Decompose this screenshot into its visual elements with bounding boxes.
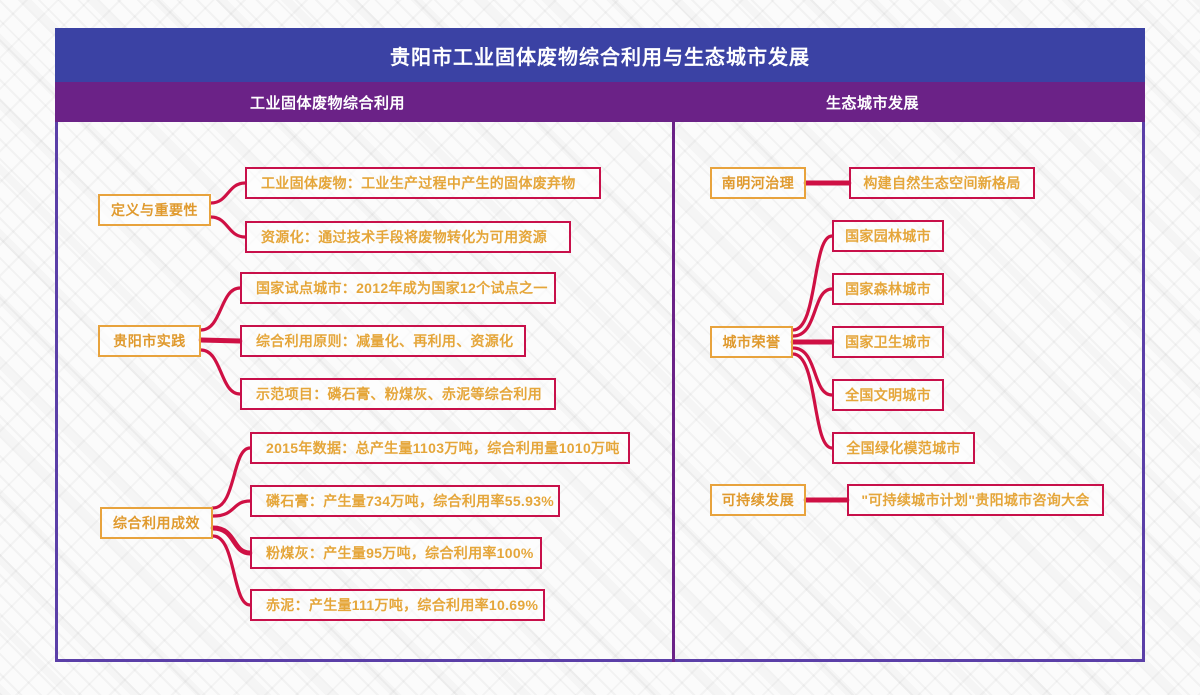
child-label: 国家卫生城市 xyxy=(845,334,931,350)
child-node-practice-3[interactable]: 示范项目：磷石膏、粉煤灰、赤泥等综合利用 xyxy=(240,378,556,410)
child-label: 全国绿化模范城市 xyxy=(846,440,961,456)
child-node-results-4[interactable]: 赤泥：产生量111万吨，综合利用率10.69% xyxy=(250,589,545,621)
child-node-practice-1[interactable]: 国家试点城市：2012年成为国家12个试点之一 xyxy=(240,272,556,304)
child-label: 磷石膏：产生量734万吨，综合利用率55.93% xyxy=(266,493,555,509)
child-node-definition-2[interactable]: 资源化：通过技术手段将废物转化为可用资源 xyxy=(245,221,571,253)
child-node-sustainable-1[interactable]: "可持续城市计划"贵阳城市咨询大会 xyxy=(847,484,1104,516)
child-node-results-1[interactable]: 2015年数据：总产生量1103万吨，综合利用量1010万吨 xyxy=(250,432,630,464)
column-divider xyxy=(672,122,675,662)
child-label: 构建自然生态空间新格局 xyxy=(863,175,1021,191)
branch-label: 综合利用成效 xyxy=(113,515,200,531)
branch-node-nanming-river[interactable]: 南明河治理 xyxy=(710,167,806,199)
child-label: 综合利用原则：减量化、再利用、资源化 xyxy=(256,333,514,349)
child-label: 示范项目：磷石膏、粉煤灰、赤泥等综合利用 xyxy=(256,386,542,402)
child-label: 国家试点城市：2012年成为国家12个试点之一 xyxy=(256,280,548,296)
child-label: 赤泥：产生量111万吨，综合利用率10.69% xyxy=(266,597,539,613)
child-label: 全国文明城市 xyxy=(845,387,931,403)
child-node-practice-2[interactable]: 综合利用原则：减量化、再利用、资源化 xyxy=(240,325,526,357)
child-node-results-3[interactable]: 粉煤灰：产生量95万吨，综合利用率100% xyxy=(250,537,542,569)
branch-label: 贵阳市实践 xyxy=(113,333,186,349)
child-node-city-honors-1[interactable]: 国家园林城市 xyxy=(832,220,944,252)
branch-label: 南明河治理 xyxy=(721,175,795,191)
child-label: 国家园林城市 xyxy=(845,228,931,244)
child-node-city-honors-5[interactable]: 全国绿化模范城市 xyxy=(832,432,975,464)
branch-node-sustainable[interactable]: 可持续发展 xyxy=(710,484,806,516)
child-node-city-honors-2[interactable]: 国家森林城市 xyxy=(832,273,944,305)
child-label: 2015年数据：总产生量1103万吨，综合利用量1010万吨 xyxy=(266,440,620,456)
column-header-bar: 工业固体废物综合利用 生态城市发展 xyxy=(55,82,1145,122)
branch-node-city-honors[interactable]: 城市荣誉 xyxy=(710,326,793,358)
child-node-city-honors-3[interactable]: 国家卫生城市 xyxy=(832,326,944,358)
column-header-left: 工业固体废物综合利用 xyxy=(249,94,405,112)
column-header-right: 生态城市发展 xyxy=(825,94,919,112)
diagram-frame xyxy=(55,28,1145,662)
child-label: 工业固体废物：工业生产过程中产生的固体废弃物 xyxy=(261,175,576,191)
child-node-nanming-river-1[interactable]: 构建自然生态空间新格局 xyxy=(849,167,1035,199)
child-label: 资源化：通过技术手段将废物转化为可用资源 xyxy=(261,229,547,245)
child-node-city-honors-4[interactable]: 全国文明城市 xyxy=(832,379,944,411)
child-label: "可持续城市计划"贵阳城市咨询大会 xyxy=(861,492,1090,508)
branch-label: 定义与重要性 xyxy=(111,202,198,218)
branch-node-definition[interactable]: 定义与重要性 xyxy=(98,194,211,226)
branch-node-results[interactable]: 综合利用成效 xyxy=(100,507,213,539)
branch-node-practice[interactable]: 贵阳市实践 xyxy=(98,325,201,357)
branch-label: 城市荣誉 xyxy=(722,334,781,350)
child-label: 国家森林城市 xyxy=(845,281,931,297)
child-node-results-2[interactable]: 磷石膏：产生量734万吨，综合利用率55.93% xyxy=(250,485,560,517)
child-node-definition-1[interactable]: 工业固体废物：工业生产过程中产生的固体废弃物 xyxy=(245,167,601,199)
page-title: 贵阳市工业固体废物综合利用与生态城市发展 xyxy=(55,28,1145,82)
branch-label: 可持续发展 xyxy=(721,492,795,508)
child-label: 粉煤灰：产生量95万吨，综合利用率100% xyxy=(266,545,534,561)
